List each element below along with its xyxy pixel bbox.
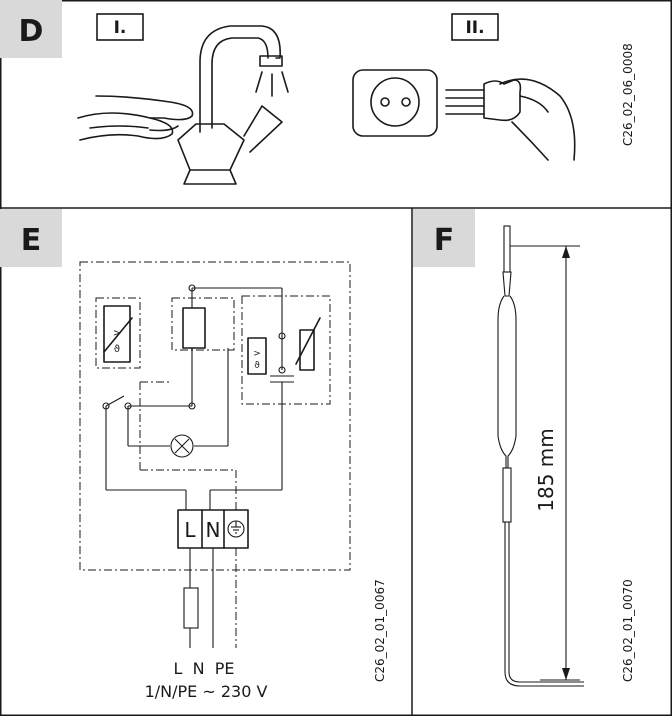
- step-two-box: [451, 13, 499, 41]
- panel-d-label: D: [19, 14, 44, 49]
- temperature-probe: [497, 225, 584, 687]
- step-two-label: II.: [465, 18, 484, 38]
- terminal-n-label: N: [206, 518, 221, 542]
- supply-rating: 1/N/PE ~ 230 V: [145, 682, 268, 701]
- panel-f-label-box: [413, 209, 475, 267]
- dimension-label: 185 mm: [534, 428, 558, 512]
- step-one-box: [96, 13, 144, 41]
- svg-text:>: >: [113, 328, 121, 339]
- terminal-l-label: L: [184, 518, 196, 542]
- terminal-block: L N: [177, 509, 249, 549]
- panel-f: F 185 mm C26_02_01_0070: [413, 209, 635, 687]
- device-enclosure: [79, 261, 351, 571]
- panel-f-code: C26_02_01_0070: [621, 579, 635, 682]
- power-socket-icon: [352, 69, 438, 137]
- panel-e-label-box: [0, 209, 62, 267]
- panel-e: E > ϑ > ϑ: [0, 209, 387, 701]
- thermostat-module: > ϑ: [95, 297, 141, 369]
- dimension-line: [510, 245, 580, 681]
- heating-element-module: [171, 297, 235, 351]
- wiring: [102, 284, 286, 510]
- step-one-label: I.: [114, 18, 127, 38]
- svg-text:ϑ: ϑ: [254, 361, 260, 371]
- svg-text:>: >: [253, 349, 261, 359]
- panel-d-code: C26_02_06_0008: [621, 43, 635, 146]
- safety-thermostat-module: > ϑ: [241, 295, 331, 405]
- supply-labels: L N PE: [174, 659, 235, 678]
- faucet-icon: [177, 25, 289, 185]
- hands-icon: [77, 95, 194, 141]
- panel-e-label: E: [21, 223, 42, 258]
- panel-f-label: F: [434, 223, 455, 258]
- earth-ground-icon: [227, 520, 245, 538]
- fuse-symbol: [183, 587, 199, 629]
- supply-leads: [183, 548, 237, 648]
- power-plug-icon: [445, 78, 576, 161]
- panel-e-code: C26_02_01_0067: [373, 579, 387, 682]
- panel-d-label-box: [0, 0, 62, 58]
- svg-text:ϑ: ϑ: [114, 344, 120, 355]
- panel-d: D I. II.: [0, 0, 635, 185]
